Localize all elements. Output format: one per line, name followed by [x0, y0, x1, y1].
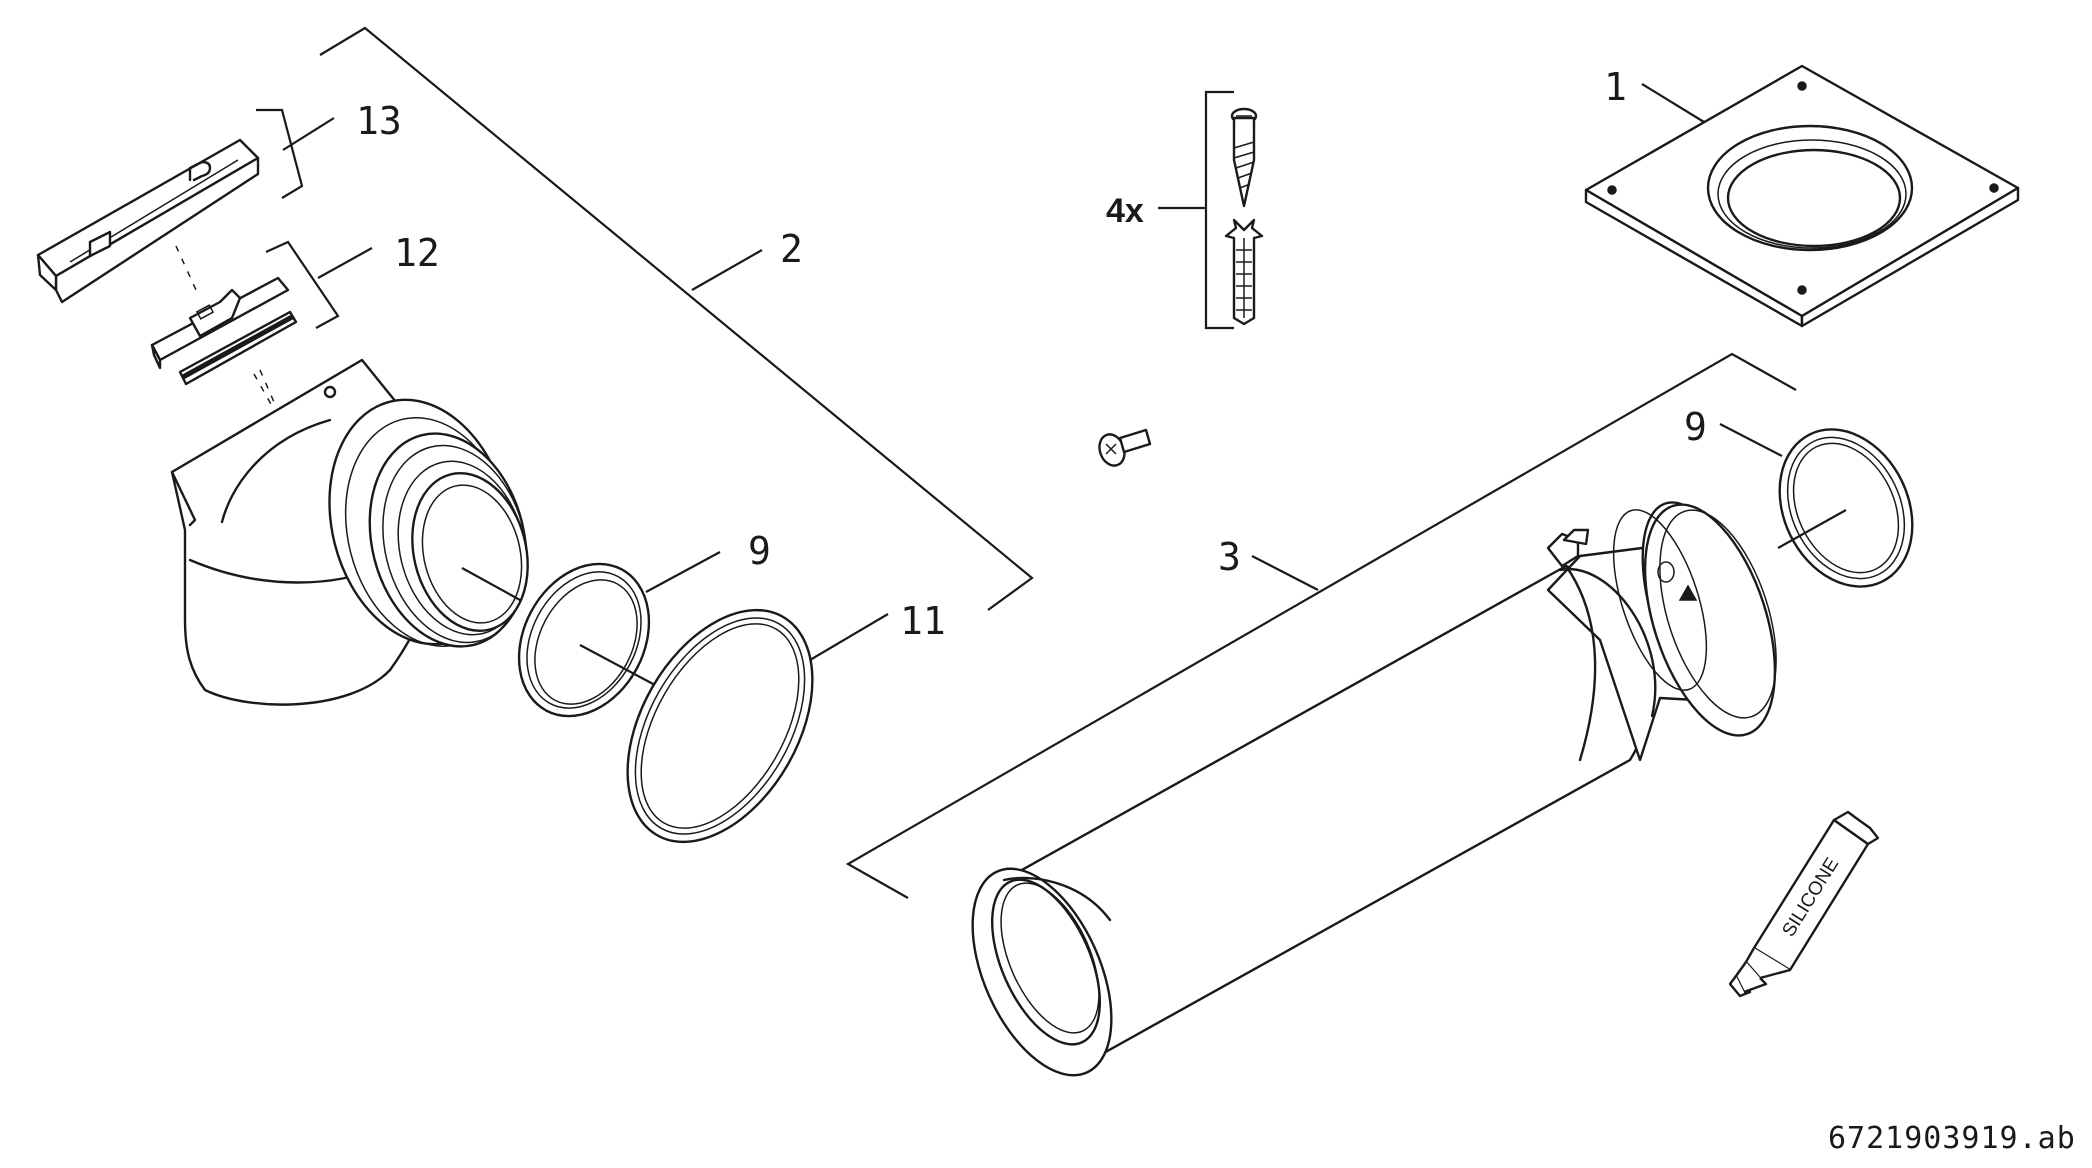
callout-1: 1: [1604, 65, 1627, 109]
part-11-ring: [626, 608, 889, 844]
group-3-bracket: [845, 352, 1797, 899]
callout-12: 12: [394, 231, 440, 275]
callout-11: 11: [900, 599, 946, 643]
part-13-clip: [36, 108, 335, 304]
drawing-code: 6721903919.ab: [1828, 1121, 2076, 1156]
part-1-wall-plate: [1584, 64, 2020, 328]
screw-quantity: 4x: [1106, 192, 1144, 230]
silicone-tube: SILICONE: [1728, 810, 1880, 998]
group-2-bracket: [319, 26, 1034, 611]
part-9-left-seal: [517, 551, 721, 718]
callout-3: 3: [1218, 535, 1241, 579]
part-3-flue-pipe: [971, 501, 1777, 1077]
callout-2: 2: [780, 227, 803, 271]
part-12-clip: [150, 240, 373, 407]
callout-9-left: 9: [748, 529, 771, 573]
callout-9-right: 9: [1684, 405, 1707, 449]
callout-13: 13: [356, 99, 402, 143]
part-9-right-seal: [1719, 423, 1914, 588]
small-bolt: [1098, 428, 1152, 467]
part-2-elbow: [170, 358, 529, 706]
screws-and-anchors: [1158, 90, 1264, 330]
